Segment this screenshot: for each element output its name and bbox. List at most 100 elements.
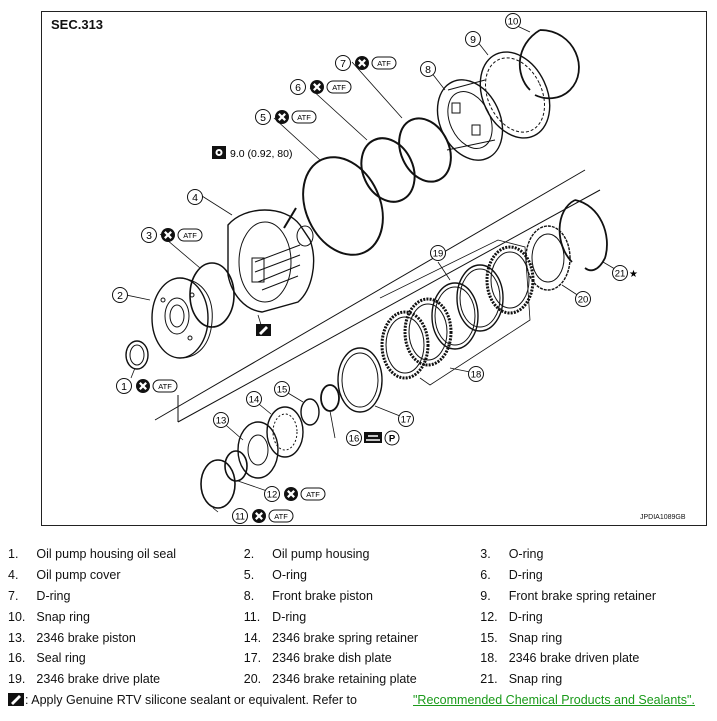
legend-number: 17.	[243, 651, 262, 666]
legend-row: 7.D-ring 8.Front brake piston 9.Front br…	[8, 586, 717, 607]
svg-text:ATF: ATF	[377, 59, 391, 68]
legend-number: 13.	[8, 630, 26, 645]
legend-label: Front brake spring retainer	[508, 588, 656, 603]
legend-number: 10.	[8, 609, 26, 624]
svg-text:13: 13	[216, 416, 227, 427]
diagram-frame	[41, 11, 707, 526]
callout-10: 10	[505, 13, 521, 29]
svg-text:P: P	[389, 434, 396, 445]
legend-label: O-ring	[508, 547, 544, 562]
part-3-o-ring	[189, 262, 235, 328]
svg-text:18: 18	[471, 370, 482, 381]
note-end: .	[691, 693, 695, 707]
part-20-2346-brake-retaining-plate	[525, 225, 571, 291]
svg-text:21: 21	[615, 269, 626, 280]
legend-label: Oil pump cover	[36, 568, 121, 583]
legend-label: Snap ring	[508, 672, 563, 687]
callout-16: 16 P	[346, 430, 400, 446]
legend-label: 2346 brake piston	[36, 630, 136, 645]
part-5-o-ring	[302, 156, 384, 256]
callout-5: 5 ATF	[255, 108, 317, 126]
legend-label: 2346 brake dish plate	[272, 651, 392, 666]
legend-row: 10.Snap ring 11.D-ring 12.D-ring	[8, 606, 717, 627]
part-13-2346-brake-piston	[237, 421, 279, 479]
sealant-icon	[8, 693, 24, 706]
svg-text:5: 5	[260, 112, 266, 124]
legend-label: D-ring	[508, 609, 543, 624]
svg-text:10: 10	[508, 17, 519, 28]
legend-label: Snap ring	[36, 609, 90, 624]
part-18-19-plate-pack	[379, 239, 535, 386]
note-text: : Apply Genuine RTV silicone sealant or …	[25, 693, 357, 707]
section-label: SEC.313	[51, 17, 104, 32]
svg-text:ATF: ATF	[297, 113, 311, 122]
legend-number: 14.	[243, 630, 262, 645]
legend-number: 11.	[243, 609, 261, 624]
legend-label: Front brake piston	[272, 588, 373, 603]
part-11-d-ring	[200, 459, 236, 509]
legend-number: 21.	[480, 672, 498, 687]
part-14-2346-brake-spring-retainer	[266, 406, 304, 458]
legend-number: 20.	[243, 672, 262, 687]
legend-row: 19.2346 brake drive plate 20.2346 brake …	[8, 669, 717, 690]
callout-11: 11 ATF	[232, 507, 294, 525]
legend-number: 3.	[480, 547, 491, 562]
legend-number: 4.	[8, 568, 19, 583]
callout-12: 12 ATF	[264, 485, 326, 503]
part-6-d-ring	[360, 137, 416, 203]
legend-number: 18.	[480, 651, 498, 666]
axis-guide-lines	[154, 169, 601, 423]
callout-3: 3 ATF	[141, 226, 203, 244]
link-text: "Recommended Chemical Products and Seala…	[413, 693, 692, 707]
part-1-oil-seal	[125, 340, 149, 370]
svg-text:ATF: ATF	[158, 382, 172, 391]
legend-row: 16. Seal ring 17. 2346 brake dish plate 18…	[8, 648, 717, 669]
callout-2: 2	[112, 287, 128, 303]
callout-15: 15	[274, 381, 290, 397]
part-10-snap-ring	[518, 29, 580, 100]
legend-number: 7.	[8, 588, 19, 603]
callout-4: 4	[187, 189, 203, 205]
legend-label: Seal ring	[36, 651, 86, 666]
seal-tool-icon	[364, 432, 382, 443]
part-17-2346-brake-dish-plate	[337, 347, 383, 413]
callout-13: 13	[213, 412, 229, 428]
legend-number: 16.	[8, 651, 26, 666]
svg-text:19: 19	[433, 249, 444, 260]
svg-text:1: 1	[121, 381, 127, 393]
part-12-d-ring	[224, 450, 248, 482]
legend-label: D-ring	[36, 588, 71, 603]
svg-text:14: 14	[249, 395, 260, 406]
callout-21: 21 ★	[612, 265, 638, 281]
legend-label: 2346 brake retaining plate	[272, 672, 417, 687]
svg-text:15: 15	[277, 385, 288, 396]
legend-number: 9.	[480, 588, 491, 603]
svg-text:4: 4	[192, 192, 198, 204]
svg-text:ATF: ATF	[183, 231, 197, 240]
callout-20: 20	[575, 291, 591, 307]
callout-18: 18	[468, 366, 484, 382]
callout-19: 19	[430, 245, 446, 261]
svg-text:7: 7	[340, 58, 346, 70]
legend-label: Oil pump housing	[272, 547, 370, 562]
sealant-note: : Apply Genuine RTV silicone sealant or …	[8, 693, 695, 707]
torque-icon	[212, 146, 226, 159]
figure-id: JPDIA1089GB	[640, 514, 686, 521]
legend-number: 1.	[8, 547, 19, 562]
legend-number: 5.	[243, 568, 255, 583]
svg-text:6: 6	[295, 82, 301, 94]
recommended-products-link[interactable]: "Recommended Chemical Products and Seala…	[413, 693, 695, 707]
svg-text:8: 8	[425, 64, 431, 76]
parts-legend: 1.Oil pump housing oil seal 2.Oil pump h…	[8, 544, 717, 690]
part-7-d-ring	[398, 117, 452, 183]
part-15-snap-ring	[300, 398, 320, 426]
svg-text:20: 20	[578, 295, 589, 306]
legend-row: 4.Oil pump cover 5.O-ring 6.D-ring	[8, 565, 717, 586]
svg-text:ATF: ATF	[306, 490, 320, 499]
part-2-oil-pump-housing	[151, 277, 213, 359]
part-8-front-brake-piston	[436, 79, 504, 161]
part-16-seal-ring	[320, 384, 340, 412]
svg-text:12: 12	[267, 490, 278, 501]
svg-text:ATF: ATF	[332, 83, 346, 92]
part-21-snap-ring	[558, 199, 608, 272]
